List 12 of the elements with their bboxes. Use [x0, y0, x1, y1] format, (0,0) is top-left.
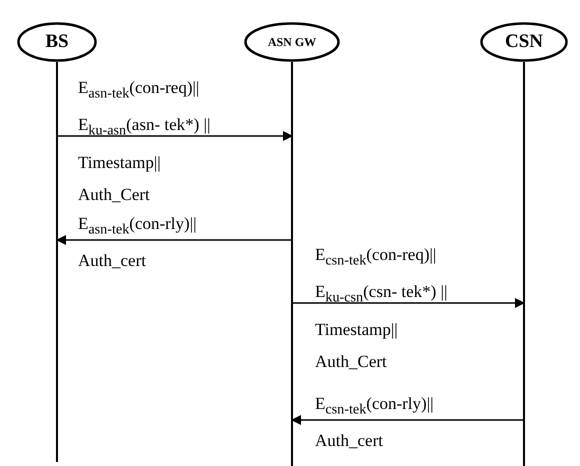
- participant-name: CSN: [504, 30, 544, 54]
- message-arrow: [292, 298, 525, 308]
- message-arrow: [291, 415, 524, 425]
- edge-label: E$_{csn-tek}$(con-rly)|| Auth_cert: [315, 393, 435, 452]
- message-arrow: [57, 131, 293, 141]
- edge-label: E$_{asn-tek}$(con-rly)|| Auth_cert: [78, 213, 198, 272]
- message-arrow: [56, 235, 292, 245]
- participant-name: BS: [44, 30, 70, 54]
- edge-label: E$_{asn-tek}$(con-req)|| E$_{ku-asn}$(asn- tek*) || Timestamp|| Auth_Cert: [78, 77, 212, 206]
- participant-lifeline: [480, 22, 568, 466]
- participant-name: ASN GW: [266, 34, 318, 50]
- edge-label: E$_{csn-tek}$(con-req)|| E$_{ku-csn}$(csn- tek*) || Timestamp|| Auth_Cert: [315, 244, 448, 373]
